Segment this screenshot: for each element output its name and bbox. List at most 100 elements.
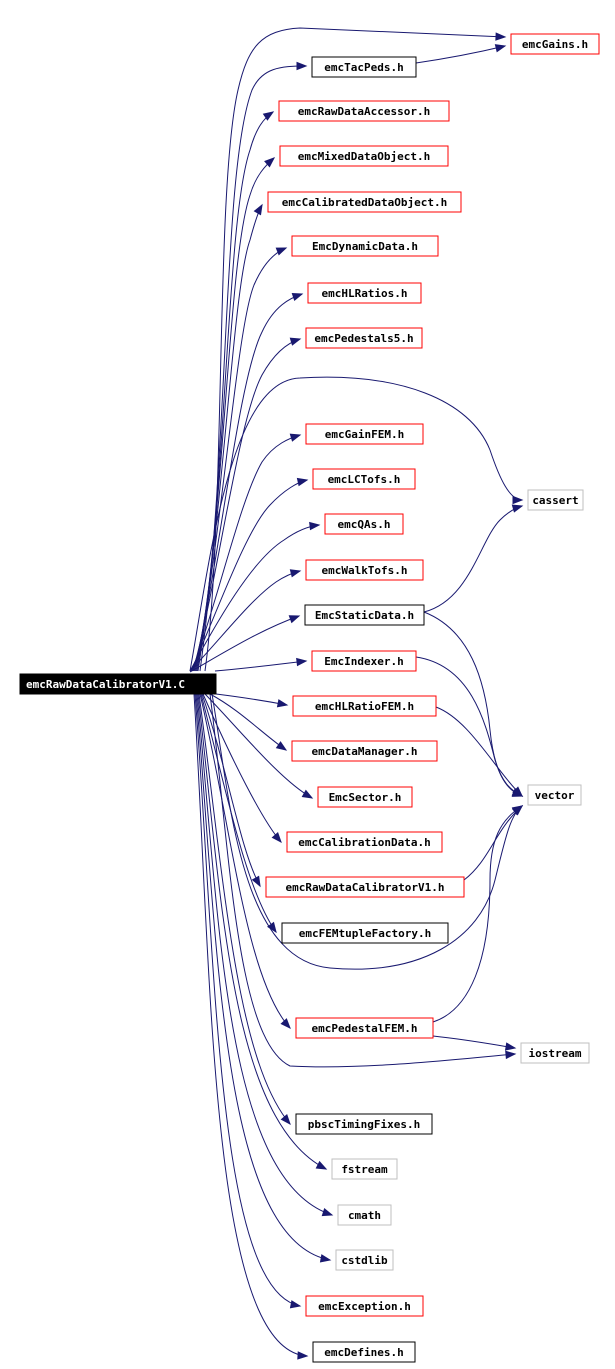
edge-EmcIndexer-to-vector-line [415, 656, 523, 797]
edge-root-to-emcFEMtupleFactory-line [200, 693, 277, 933]
node-root-label: emcRawDataCalibratorV1.C [26, 678, 185, 691]
node-emcPedestalFEM-box [295, 1017, 434, 1039]
node-emcDefines-box [312, 1341, 416, 1363]
node-emcFEMtupleFactory-box [281, 922, 449, 944]
edge-root-to-emcHLRatioFEM-arrowhead [276, 699, 289, 708]
node-vector-box [527, 784, 582, 806]
node-emcCalibrationData[interactable]: emcCalibrationData.h [286, 831, 443, 853]
node-emcWalkTofs[interactable]: emcWalkTofs.h [305, 559, 424, 581]
node-emcException[interactable]: emcException.h [305, 1295, 424, 1317]
node-emcTacPeds[interactable]: emcTacPeds.h [311, 56, 417, 78]
edge-root-to-vector-line [211, 693, 523, 970]
edge-root-to-emcMixedDataObject-arrowhead [264, 157, 276, 168]
node-emcDataManager[interactable]: emcDataManager.h [291, 740, 438, 762]
edge-root-to-emcPedestals5-line [192, 338, 301, 672]
edge-root-to-emcGains-arrowhead [495, 32, 507, 41]
node-fstream-box [331, 1158, 398, 1180]
node-emcRawDataAccessor[interactable]: emcRawDataAccessor.h [278, 100, 450, 122]
node-cassert[interactable]: cassert [527, 489, 584, 511]
edge-emcRawDataCalibratorV1-to-vector-line [463, 805, 523, 881]
node-cmath[interactable]: cmath [337, 1204, 392, 1226]
edge-root-to-cstdlib-line [195, 693, 331, 1261]
edge-emcPedestalFEM-to-iostream-line [432, 1035, 516, 1049]
edge-root-to-iostream [209, 693, 517, 1068]
node-EmcSector[interactable]: EmcSector.h [317, 786, 413, 808]
node-emcHLRatioFEM[interactable]: emcHLRatioFEM.h [292, 695, 437, 717]
edge-root-to-emcPedestalFEM-line [199, 693, 291, 1029]
node-emcFEMtupleFactory[interactable]: emcFEMtupleFactory.h [281, 922, 449, 944]
edge-root-to-emcRawDataCalibratorV1 [201, 693, 261, 888]
node-emcException-label: emcException.h [318, 1300, 411, 1313]
node-emcWalkTofs-label: emcWalkTofs.h [321, 564, 407, 577]
edge-root-to-EmcStaticData-line [189, 615, 300, 673]
edge-root-to-emcRawDataAccessor-arrowhead [262, 111, 275, 121]
edge-root-to-emcDataManager [209, 693, 288, 751]
node-emcPedestalFEM[interactable]: emcPedestalFEM.h [295, 1017, 434, 1039]
edge-root-to-EmcDynamicData [194, 247, 288, 672]
edge-EmcIndexer-to-vector [415, 656, 524, 797]
node-fstream[interactable]: fstream [331, 1158, 398, 1180]
node-emcGains[interactable]: emcGains.h [510, 33, 600, 55]
node-fstream-label: fstream [341, 1163, 388, 1176]
edge-emcPedestalFEM-to-vector-arrowhead [511, 805, 524, 815]
edge-root-to-emcHLRatios [193, 292, 304, 672]
edge-root-to-emcPedestalFEM-arrowhead [280, 1018, 291, 1030]
node-EmcDynamicData-box [291, 235, 439, 257]
edge-root-to-cmath [196, 693, 334, 1217]
edge-root-to-emcPedestalFEM [199, 693, 291, 1030]
node-emcQAs[interactable]: emcQAs.h [324, 513, 404, 535]
node-emcPedestals5-label: emcPedestals5.h [314, 332, 413, 345]
edge-emcPedestalFEM-to-iostream-arrowhead [504, 1042, 517, 1051]
node-cstdlib[interactable]: cstdlib [335, 1249, 394, 1271]
node-emcMixedDataObject[interactable]: emcMixedDataObject.h [279, 145, 449, 167]
node-emcMixedDataObject-box [279, 145, 449, 167]
edge-root-to-emcLCTofs-arrowhead [296, 477, 309, 487]
edge-root-to-emcFEMtupleFactory-arrowhead [267, 921, 277, 934]
edge-emcTacPeds-to-emcGains-line [415, 45, 506, 64]
edge-root-to-emcException-line [194, 693, 301, 1307]
node-emcHLRatios[interactable]: emcHLRatios.h [307, 282, 422, 304]
node-cstdlib-label: cstdlib [341, 1254, 388, 1267]
node-EmcStaticData[interactable]: EmcStaticData.h [304, 604, 425, 626]
edge-emcTacPeds-to-emcGains [415, 44, 507, 64]
edge-root-to-cassert [189, 376, 524, 672]
edge-root-to-emcQAs-line [189, 524, 320, 672]
node-vector[interactable]: vector [527, 784, 582, 806]
edge-root-to-emcHLRatios-line [193, 293, 303, 672]
edge-root-to-emcDefines [193, 693, 309, 1360]
node-emcHLRatios-box [307, 282, 422, 304]
node-emcPedestals5[interactable]: emcPedestals5.h [305, 327, 423, 349]
edge-root-to-emcHLRatioFEM-line [215, 693, 288, 706]
node-pbscTimingFixes[interactable]: pbscTimingFixes.h [295, 1113, 433, 1135]
node-root[interactable]: emcRawDataCalibratorV1.C [19, 673, 217, 695]
edge-root-to-emcPedestals5 [192, 337, 302, 672]
edge-root-to-emcMixedDataObject [196, 157, 276, 672]
edge-root-to-emcDefines-arrowhead [297, 1351, 309, 1360]
node-emcCalibrationData-label: emcCalibrationData.h [298, 836, 430, 849]
node-EmcIndexer[interactable]: EmcIndexer.h [311, 650, 417, 672]
node-emcGains-box [510, 33, 600, 55]
edge-root-to-cmath-line [196, 693, 333, 1216]
edge-root-to-pbscTimingFixes-arrowhead [280, 1114, 291, 1126]
node-emcDefines[interactable]: emcDefines.h [312, 1341, 416, 1363]
node-EmcStaticData-label: EmcStaticData.h [315, 609, 414, 622]
node-EmcDynamicData-label: EmcDynamicData.h [312, 240, 418, 253]
edge-root-to-iostream-line [209, 693, 516, 1068]
edge-root-to-emcCalibratedDataObject-line [195, 204, 263, 672]
node-emcRawDataCalibratorV1[interactable]: emcRawDataCalibratorV1.h [265, 876, 465, 898]
graph-nodes: emcRawDataCalibratorV1.C emcGains.h emcTa… [19, 33, 600, 1363]
edge-emcHLRatioFEM-to-vector [435, 706, 523, 797]
node-EmcDynamicData[interactable]: EmcDynamicData.h [291, 235, 439, 257]
node-emcGainFEM[interactable]: emcGainFEM.h [305, 423, 424, 445]
node-cmath-label: cmath [348, 1209, 381, 1222]
edge-root-to-EmcIndexer [214, 657, 308, 672]
node-cmath-box [337, 1204, 392, 1226]
edge-root-to-emcGainFEM [191, 433, 302, 672]
node-vector-label: vector [535, 789, 575, 802]
node-emcLCTofs[interactable]: emcLCTofs.h [312, 468, 416, 490]
node-emcCalibratedDataObject-box [267, 191, 462, 213]
edge-root-to-cstdlib [195, 693, 332, 1263]
node-emcCalibratedDataObject[interactable]: emcCalibratedDataObject.h [267, 191, 462, 213]
node-iostream[interactable]: iostream [520, 1042, 590, 1064]
node-emcQAs-label: emcQAs.h [338, 518, 391, 531]
